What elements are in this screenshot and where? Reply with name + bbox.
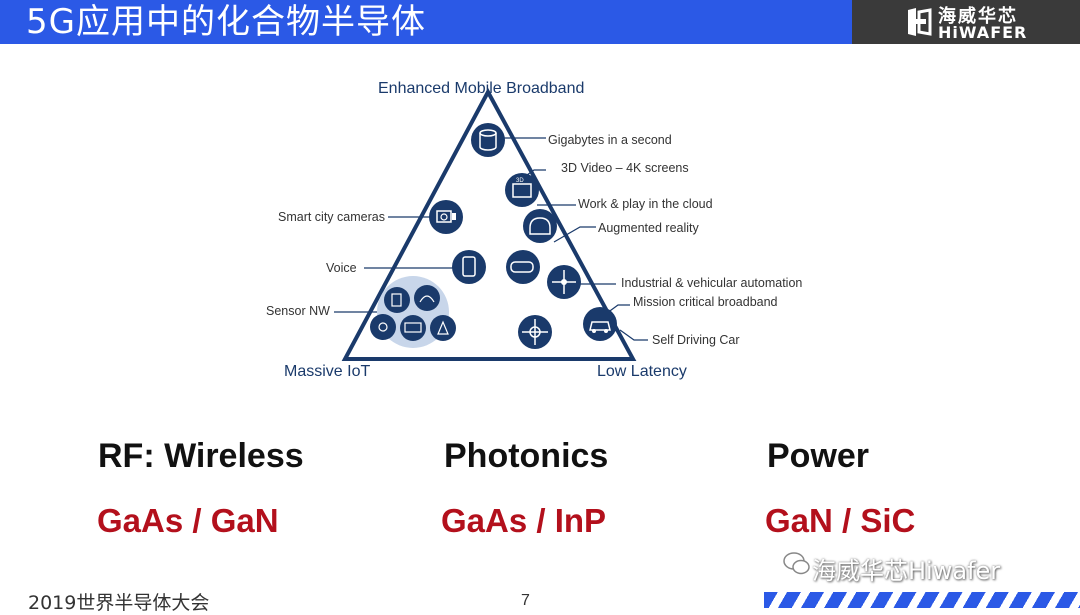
label-mission: Mission critical broadband [633, 295, 778, 309]
slide-title: 5G应用中的化合物半导体 [26, 2, 426, 42]
hiwafer-logo-icon [908, 8, 932, 36]
label-gigabytes: Gigabytes in a second [548, 133, 672, 147]
footer-event: 2019世界半导体大会 [28, 592, 210, 614]
category-power-label: Power [767, 437, 870, 475]
category-photonics-label: Photonics [444, 437, 609, 475]
left-corner-label: Massive IoT [284, 363, 370, 380]
category-rf-label: RF: Wireless [98, 437, 304, 475]
label-ar: Augmented reality [598, 221, 700, 235]
label-video: 3D Video – 4K screens [561, 161, 689, 175]
automation-icon [547, 265, 581, 299]
label-sensor: Sensor NW [266, 304, 330, 318]
right-corner-label: Low Latency [597, 363, 687, 380]
page-number: 7 [521, 592, 530, 609]
triangle-outline [341, 87, 637, 361]
footer-stripe [764, 592, 1080, 608]
label-smartcity: Smart city cameras [278, 210, 385, 224]
arrows-icon [518, 315, 552, 349]
car-icon [583, 307, 617, 341]
material-photonics: GaAs / InP [441, 502, 607, 539]
3d-video-icon: 3D [505, 173, 539, 207]
label-cloud: Work & play in the cloud [578, 197, 713, 211]
material-power: GaN / SiC [765, 502, 916, 539]
database-icon [471, 123, 505, 157]
material-rf: GaAs / GaN [97, 502, 279, 539]
tablet-icon [452, 250, 486, 284]
svg-text:3D: 3D [516, 178, 524, 184]
label-voice: Voice [326, 261, 357, 275]
logo-box [852, 0, 1080, 44]
watermark-text: 海威华芯Hiwafer [812, 557, 1001, 585]
camera-icon [429, 200, 463, 234]
cloud-work-icon [523, 209, 557, 243]
top-corner-label: Enhanced Mobile Broadband [378, 80, 584, 97]
5g-triangle-diagram: 3D [266, 80, 802, 380]
vr-headset-icon [506, 250, 540, 284]
label-selfdriving: Self Driving Car [652, 333, 740, 347]
sensor-cluster-icon [370, 276, 456, 348]
logo-cn-text: 海威华芯 [938, 6, 1018, 27]
label-industrial: Industrial & vehicular automation [621, 276, 802, 290]
wechat-icon [783, 552, 810, 575]
logo-en-text: HiWAFER [938, 23, 1028, 42]
